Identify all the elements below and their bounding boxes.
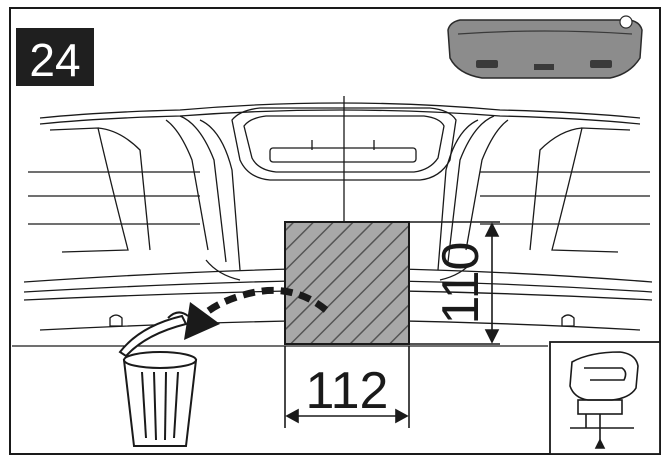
height-label: 110 [432,242,490,325]
frame-border [9,7,661,455]
trash-can-icon [118,311,198,447]
step-badge [16,28,94,86]
height-dimension [409,221,500,345]
width-dimension [284,346,410,428]
width-label: 112 [306,362,389,420]
tool-inset [549,341,661,455]
step-number: 24 [29,34,80,86]
discard-arrow [184,287,329,340]
jigsaw-icon [569,351,639,449]
cutout-area [284,221,410,345]
rear-bumper-icon [447,15,643,79]
